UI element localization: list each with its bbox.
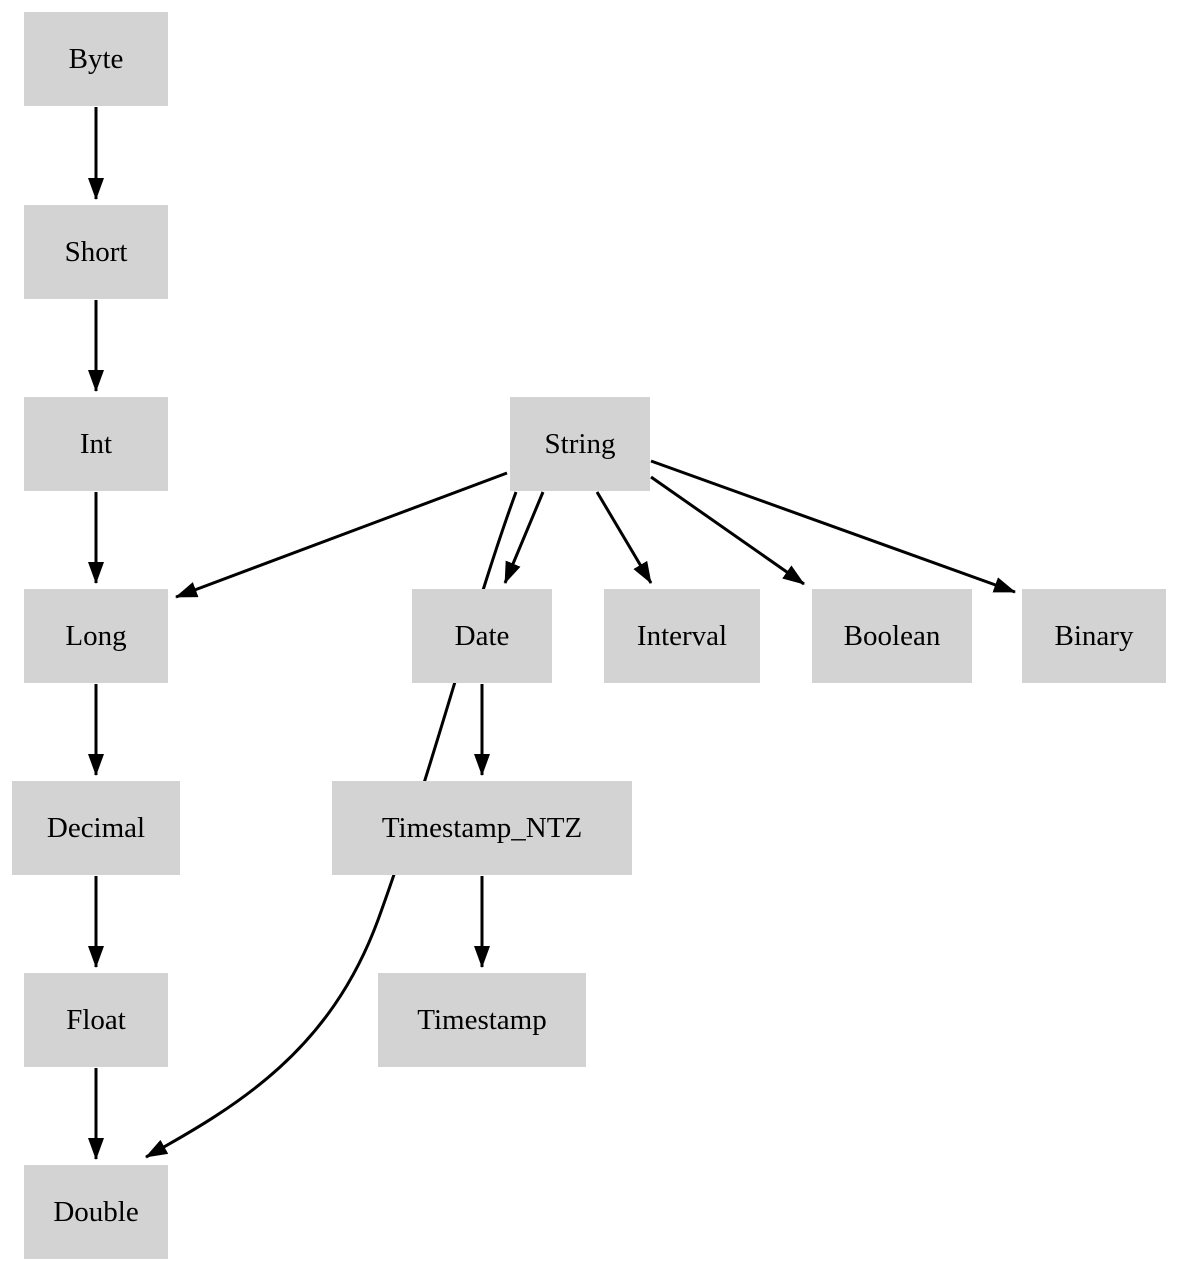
edge-string-to-interval bbox=[595, 491, 653, 584]
node-boolean: Boolean bbox=[812, 589, 972, 683]
node-float: Float bbox=[24, 973, 168, 1067]
node-long: Long bbox=[24, 589, 168, 683]
node-short: Short bbox=[24, 205, 168, 299]
edge-string-to-binary bbox=[650, 459, 1016, 594]
node-binary: Binary bbox=[1022, 589, 1166, 683]
edge-string-to-long bbox=[175, 471, 508, 599]
node-interval: Interval bbox=[604, 589, 760, 683]
node-byte: Byte bbox=[24, 12, 168, 106]
node-timestamp-ntz: Timestamp_NTZ bbox=[332, 781, 632, 875]
edge-string-to-boolean bbox=[650, 475, 805, 586]
node-double: Double bbox=[24, 1165, 168, 1259]
node-string: String bbox=[510, 397, 650, 491]
node-decimal: Decimal bbox=[12, 781, 180, 875]
node-int: Int bbox=[24, 397, 168, 491]
edge-string-to-date bbox=[503, 491, 545, 584]
node-date: Date bbox=[412, 589, 552, 683]
node-timestamp: Timestamp bbox=[378, 973, 586, 1067]
